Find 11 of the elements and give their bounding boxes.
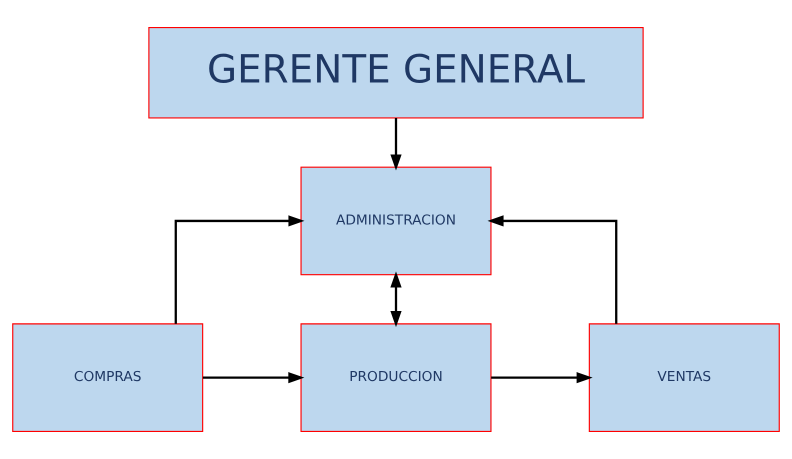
arrow — [390, 118, 402, 171]
node-box: VENTAS — [588, 323, 780, 432]
arrow — [202, 372, 304, 384]
arrow — [390, 271, 402, 328]
arrow — [174, 215, 304, 324]
node-box: COMPRAS — [12, 323, 204, 432]
node-box: PRODUCCION — [300, 323, 492, 432]
node-box: GERENTE GENERAL — [148, 27, 644, 119]
arrow — [488, 215, 618, 324]
arrow — [491, 372, 593, 384]
node-box: ADMINISTRACION — [300, 166, 492, 276]
